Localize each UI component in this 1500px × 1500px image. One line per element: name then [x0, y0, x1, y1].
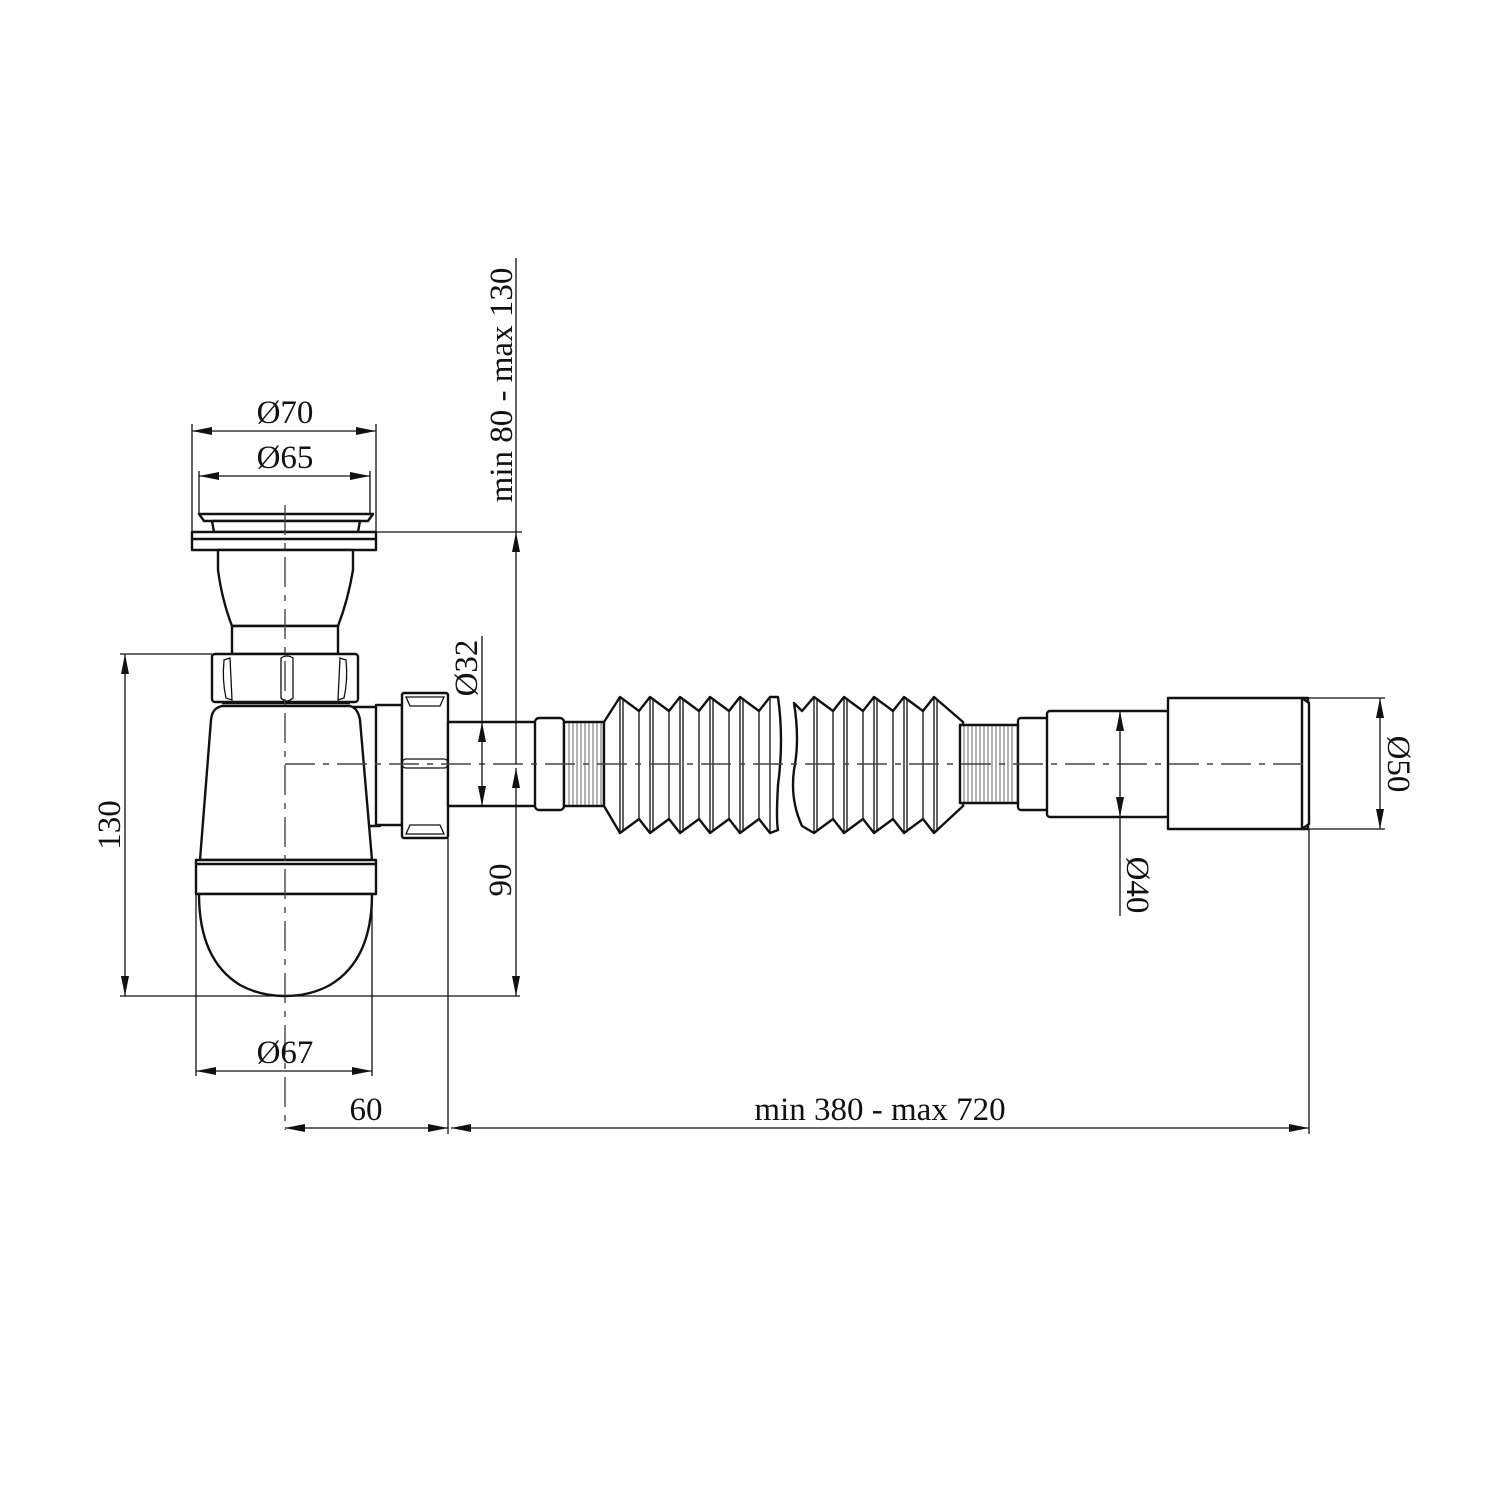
dim-top-inner-diameter: Ø65 — [198, 440, 371, 514]
dim-inlet-height: min 80 - max 130 — [376, 258, 522, 764]
dim-hose-outer-diameter: Ø50 — [1309, 697, 1416, 830]
dim-label-outlet: Ø32 — [449, 640, 485, 697]
dim-outlet-axis-height: 90 — [483, 768, 520, 996]
dim-body-height: 130 — [92, 653, 520, 997]
dim-label-hose-length: min 380 - max 720 — [754, 1092, 1005, 1128]
dim-hose-length: min 380 - max 720 — [451, 829, 1310, 1134]
dim-outlet-diameter: Ø32 — [449, 636, 486, 806]
dim-label-hose-inner: Ø40 — [1119, 857, 1155, 914]
dim-label-hose-outer: Ø50 — [1380, 736, 1416, 793]
dim-label-cup: Ø67 — [257, 1035, 314, 1071]
dim-hose-inner-diameter: Ø40 — [1116, 711, 1155, 916]
dim-cup-diameter: Ø67 — [195, 894, 373, 1076]
dim-label-inlet-height: min 80 - max 130 — [484, 268, 520, 503]
dim-top-outer-diameter: Ø70 — [191, 395, 377, 532]
center-lines — [284, 505, 1310, 1130]
dim-label-top-inner: Ø65 — [257, 440, 314, 476]
siphon-body — [190, 512, 450, 998]
dim-label-60: 60 — [350, 1092, 383, 1128]
corrugated-hose — [602, 695, 965, 835]
dim-axis-offset: 60 — [285, 838, 449, 1134]
dim-label-90: 90 — [483, 864, 519, 897]
dim-label-top-outer: Ø70 — [257, 395, 314, 431]
dim-label-130: 130 — [92, 800, 128, 850]
outlet-pipe — [446, 716, 606, 812]
